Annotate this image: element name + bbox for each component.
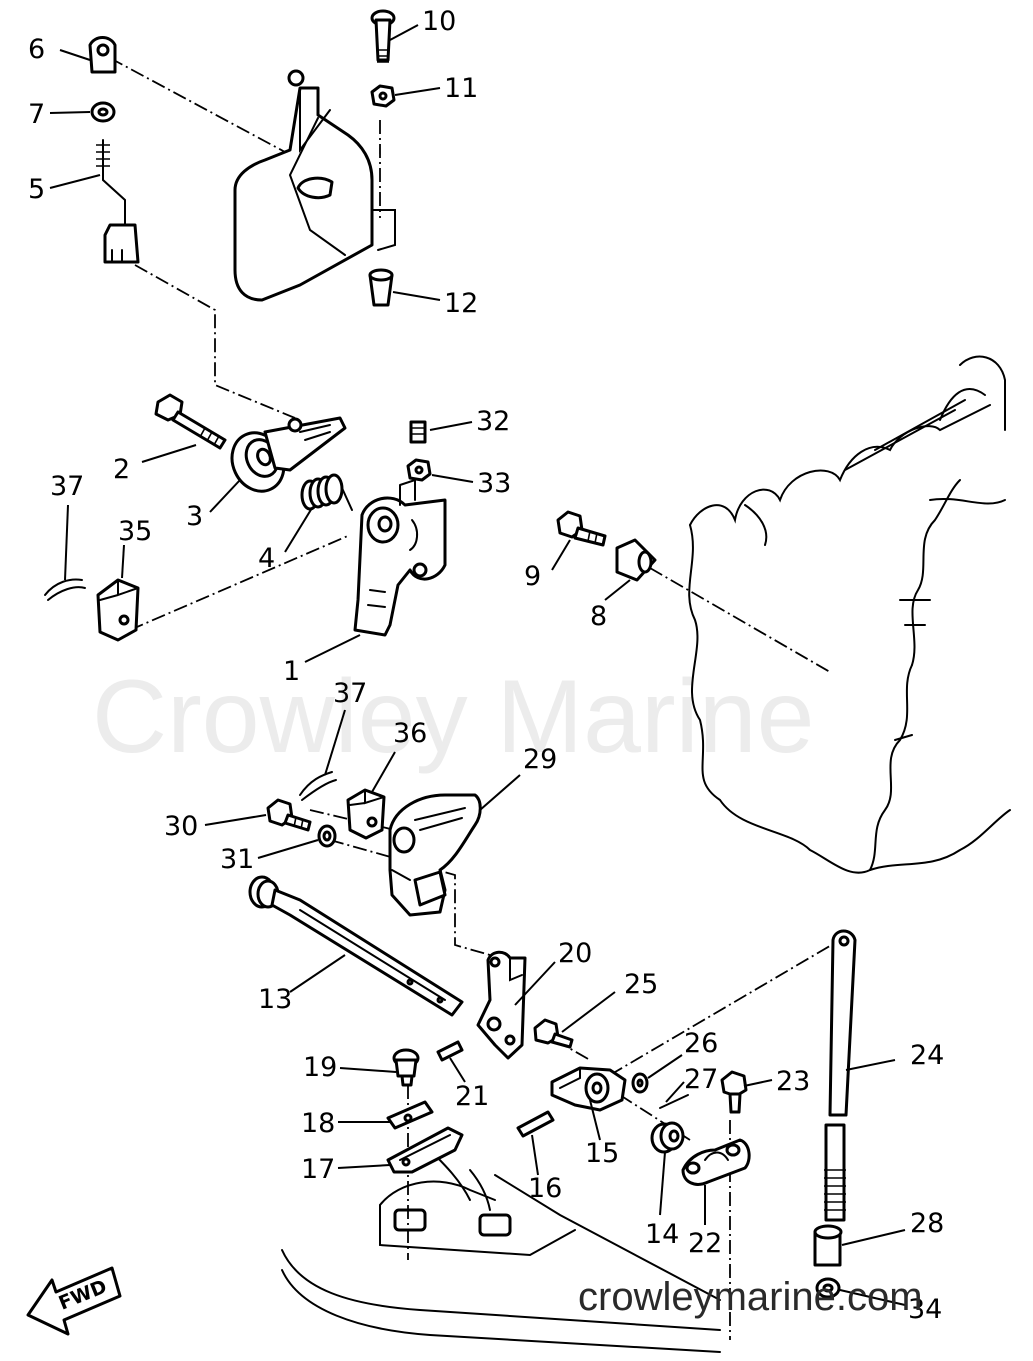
part-9-bolt bbox=[556, 510, 607, 547]
callout-9: 9 bbox=[524, 561, 541, 592]
part-24-link-rod bbox=[824, 929, 857, 1222]
part-17-plate-bracket bbox=[386, 1126, 464, 1174]
callout-26: 26 bbox=[684, 1028, 718, 1059]
callout-19: 19 bbox=[303, 1052, 337, 1083]
part-29-control-lever bbox=[388, 793, 482, 917]
part-14-bushing bbox=[650, 1121, 685, 1154]
callout-28: 28 bbox=[910, 1208, 944, 1239]
throttle-bracket-housing bbox=[233, 69, 396, 302]
part-19-bolt bbox=[392, 1048, 420, 1087]
part-1-throttle-arm bbox=[353, 478, 447, 637]
callout-23: 23 bbox=[776, 1066, 810, 1097]
callout-6: 6 bbox=[28, 34, 45, 65]
part-6-rod-end bbox=[88, 36, 117, 74]
callout-16: 16 bbox=[528, 1173, 562, 1204]
part-32-set-screw bbox=[409, 420, 427, 444]
part-31-washer bbox=[317, 824, 337, 848]
part-21-pin bbox=[436, 1040, 464, 1062]
part-26-washer bbox=[631, 1072, 649, 1094]
part-36-clip-block bbox=[346, 788, 386, 840]
lower-cowling-outline bbox=[281, 1149, 721, 1353]
part-28-coupler-nut bbox=[813, 1224, 843, 1267]
callout-2: 2 bbox=[113, 454, 130, 485]
part-27-pin bbox=[659, 1094, 689, 1109]
callout-14: 14 bbox=[645, 1219, 679, 1250]
callout-36: 36 bbox=[393, 718, 427, 749]
callout-32: 32 bbox=[476, 406, 510, 437]
part-12-rubber-cap bbox=[368, 268, 394, 307]
callout-10: 10 bbox=[422, 6, 456, 37]
part-8-collar bbox=[615, 538, 657, 582]
part-16-pin bbox=[516, 1110, 555, 1138]
callout-31: 31 bbox=[220, 844, 254, 875]
website-url[interactable]: crowleymarine.com bbox=[578, 1275, 923, 1319]
callout-37-lower: 37 bbox=[333, 678, 367, 709]
callout-20: 20 bbox=[558, 938, 592, 969]
part-30-bolt bbox=[266, 798, 312, 832]
part-33-nut bbox=[406, 458, 432, 482]
part-37-cotter-pin-upper bbox=[44, 578, 86, 601]
callout-34: 34 bbox=[908, 1294, 942, 1325]
watermark-text: Crowley Marine bbox=[92, 659, 814, 775]
part-35-clip-block bbox=[96, 578, 140, 642]
part-25-bolt bbox=[533, 1018, 574, 1049]
part-10-bolt bbox=[370, 9, 396, 63]
callout-18: 18 bbox=[301, 1108, 335, 1139]
part-11-nut bbox=[370, 84, 396, 108]
callout-17: 17 bbox=[301, 1154, 335, 1185]
callout-30: 30 bbox=[164, 811, 198, 842]
part-2-bolt bbox=[154, 393, 227, 450]
callout-21: 21 bbox=[455, 1081, 489, 1112]
part-15-joint bbox=[550, 1066, 627, 1112]
callout-22: 22 bbox=[688, 1228, 722, 1259]
callout-5: 5 bbox=[28, 174, 45, 205]
forward-direction-arrow: FWD bbox=[26, 1266, 122, 1336]
callout-29: 29 bbox=[523, 744, 557, 775]
part-22-clamp bbox=[681, 1138, 751, 1186]
callout-leaders bbox=[49, 24, 906, 1306]
callout-27: 27 bbox=[684, 1064, 718, 1095]
part-37-cotter-pin-lower bbox=[299, 771, 337, 801]
callout-1: 1 bbox=[283, 656, 300, 687]
part-20-bracket bbox=[476, 950, 527, 1060]
callout-7: 7 bbox=[28, 99, 45, 130]
part-13-rod bbox=[248, 875, 464, 1017]
callout-24: 24 bbox=[910, 1040, 944, 1071]
part-34-nut bbox=[815, 1277, 841, 1299]
part-4-spring bbox=[300, 473, 353, 511]
part-3-cam-pulley bbox=[230, 416, 347, 493]
part-5-link-rod bbox=[96, 139, 140, 264]
callout-25: 25 bbox=[624, 969, 658, 1000]
callout-15: 15 bbox=[585, 1138, 619, 1169]
callout-11: 11 bbox=[444, 73, 478, 104]
part-18-plate bbox=[386, 1100, 434, 1130]
callout-35: 35 bbox=[118, 516, 152, 547]
engine-block-outline bbox=[688, 355, 1011, 874]
callout-4: 4 bbox=[258, 543, 275, 574]
callout-12: 12 bbox=[444, 288, 478, 319]
callout-3: 3 bbox=[186, 501, 203, 532]
part-23-bolt bbox=[720, 1070, 748, 1114]
callout-13: 13 bbox=[258, 984, 292, 1015]
callout-numbers: 10 11 12 6 7 5 2 3 4 1 32 33 37 35 9 8 3… bbox=[28, 6, 944, 1325]
callout-8: 8 bbox=[590, 601, 607, 632]
part-7-nut bbox=[90, 101, 116, 123]
callout-37-upper: 37 bbox=[50, 471, 84, 502]
callout-33: 33 bbox=[477, 468, 511, 499]
